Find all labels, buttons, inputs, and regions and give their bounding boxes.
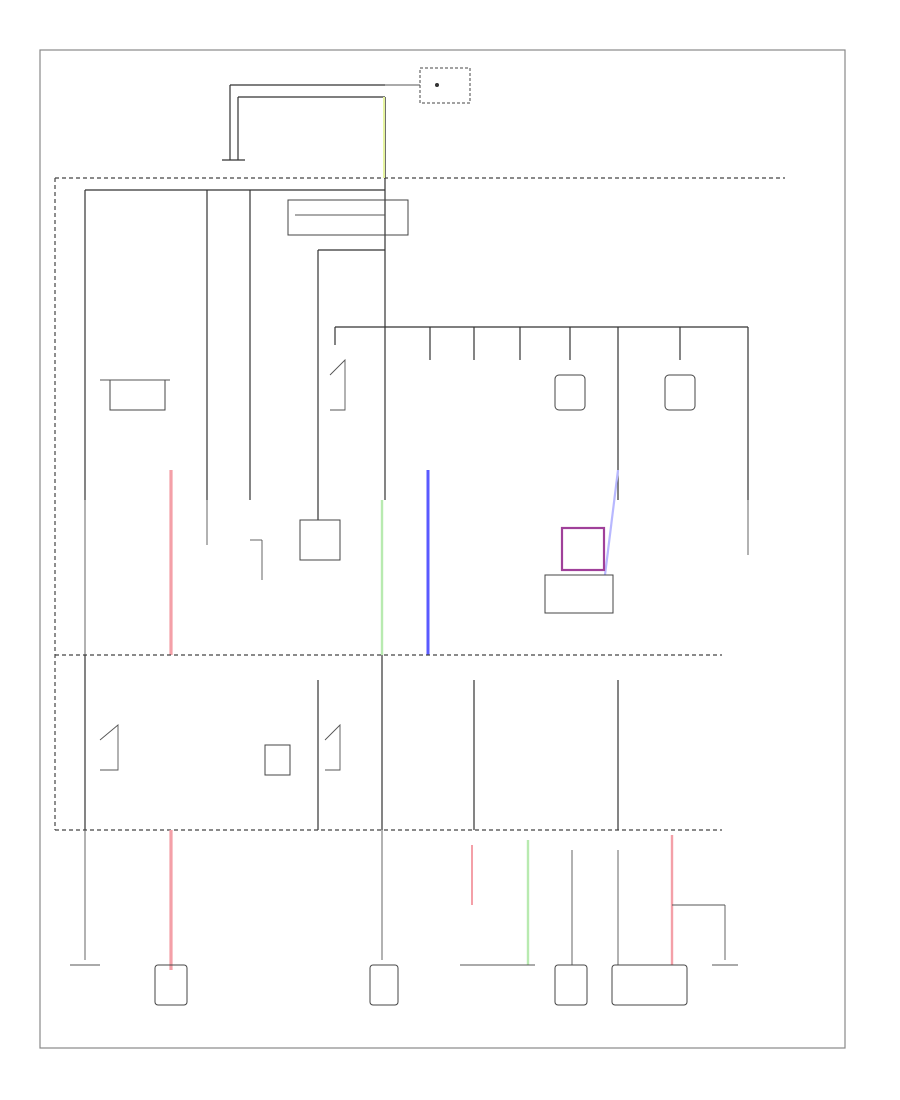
bottom-components xyxy=(70,964,738,1006)
main-fuse-box xyxy=(287,199,409,236)
purple-wire-loop xyxy=(560,526,606,572)
starter-box xyxy=(419,67,471,104)
pgm-fi-main-relay xyxy=(544,574,614,614)
light-blue-wire-upper xyxy=(603,469,620,576)
starter-terminal xyxy=(435,83,439,87)
diagram-frame xyxy=(39,49,846,1049)
battery-area xyxy=(222,67,471,161)
fuse-row-1 xyxy=(100,358,696,411)
